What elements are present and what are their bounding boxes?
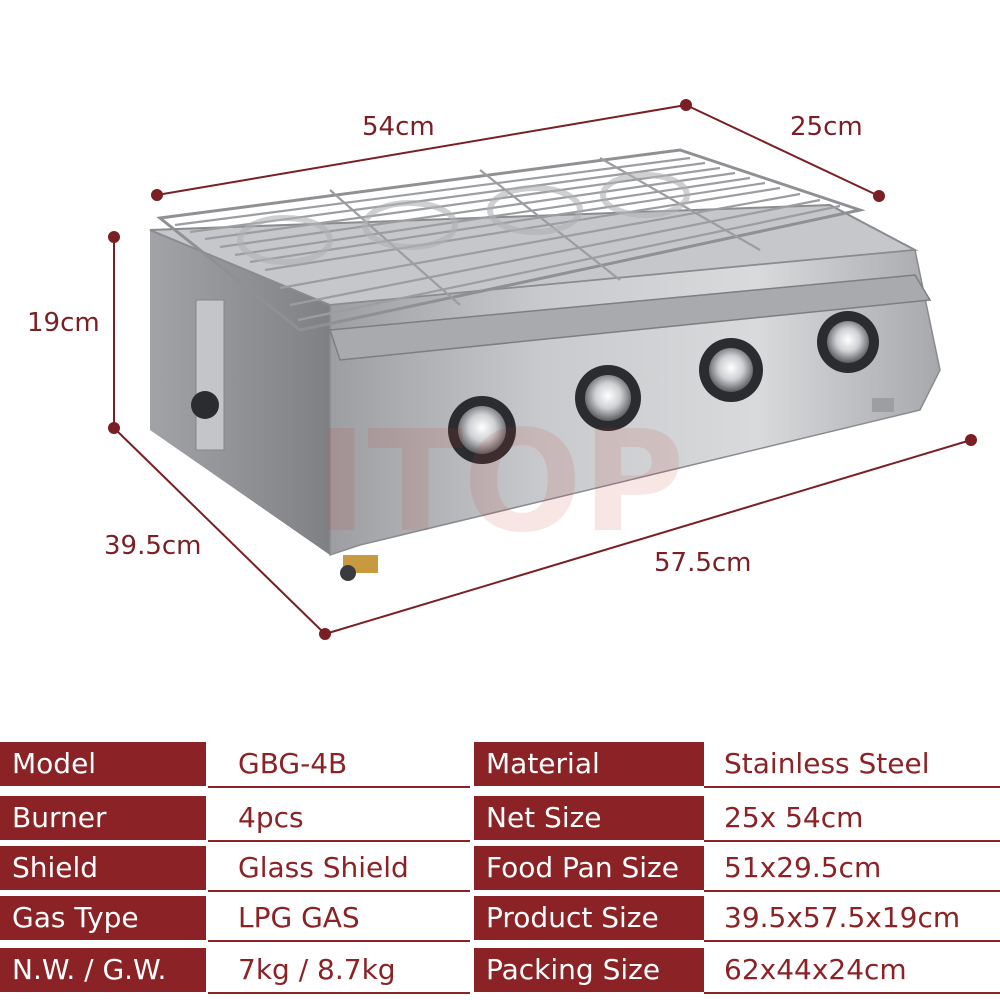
spec-value: 51x29.5cm bbox=[724, 851, 882, 884]
spec-label: Food Pan Size bbox=[474, 846, 704, 890]
knob-2 bbox=[575, 365, 641, 431]
row-divider bbox=[704, 786, 1000, 788]
row-divider bbox=[704, 940, 1000, 942]
row-divider bbox=[208, 940, 470, 942]
spec-label: Material bbox=[474, 742, 704, 786]
knob-4 bbox=[817, 311, 879, 373]
row-divider bbox=[704, 840, 1000, 842]
spec-label: Gas Type bbox=[0, 896, 206, 940]
knob-1 bbox=[448, 396, 516, 464]
spec-value: 7kg / 8.7kg bbox=[238, 953, 396, 986]
grill-drip-trough bbox=[328, 274, 932, 361]
spec-value: GBG-4B bbox=[238, 747, 348, 780]
knob-3 bbox=[699, 338, 763, 402]
spec-label: N.W. / G.W. bbox=[0, 948, 206, 992]
row-divider bbox=[704, 890, 1000, 892]
spec-label: Shield bbox=[0, 846, 206, 890]
dim-length-bottom: 57.5cm bbox=[654, 548, 752, 578]
side-ignition-bracket bbox=[195, 299, 225, 451]
spec-value: Glass Shield bbox=[238, 851, 409, 884]
dimension-lines bbox=[108, 99, 977, 640]
spec-label: Model bbox=[0, 742, 206, 786]
row-divider bbox=[208, 992, 470, 994]
spec-value: 62x44x24cm bbox=[724, 953, 907, 986]
product-illustration: ITOP bbox=[108, 99, 977, 640]
spec-value: 4pcs bbox=[238, 801, 304, 834]
dim-height: 19cm bbox=[27, 308, 100, 338]
grill-left-side bbox=[150, 230, 330, 555]
spec-value: 39.5x57.5x19cm bbox=[724, 901, 961, 934]
grill-foot bbox=[872, 398, 894, 412]
spec-value: LPG GAS bbox=[238, 901, 360, 934]
spec-value: 25x 54cm bbox=[724, 801, 864, 834]
spec-value: Stainless Steel bbox=[724, 747, 930, 780]
spec-label: Net Size bbox=[474, 796, 704, 840]
dim-width-top: 25cm bbox=[790, 112, 863, 142]
spec-label: Product Size bbox=[474, 896, 704, 940]
row-divider bbox=[704, 992, 1000, 994]
row-divider bbox=[208, 840, 470, 842]
dim-length-top: 54cm bbox=[362, 112, 435, 142]
side-adjust-knob bbox=[191, 391, 219, 419]
gas-inlet-nozzle bbox=[340, 555, 378, 581]
spec-label: Burner bbox=[0, 796, 206, 840]
dim-depth: 39.5cm bbox=[104, 531, 202, 561]
watermark-text: ITOP bbox=[315, 401, 684, 564]
control-knobs bbox=[448, 311, 879, 464]
spec-label: Packing Size bbox=[474, 948, 704, 992]
burner-rings bbox=[237, 172, 690, 265]
row-divider bbox=[208, 890, 470, 892]
row-divider bbox=[208, 786, 470, 788]
